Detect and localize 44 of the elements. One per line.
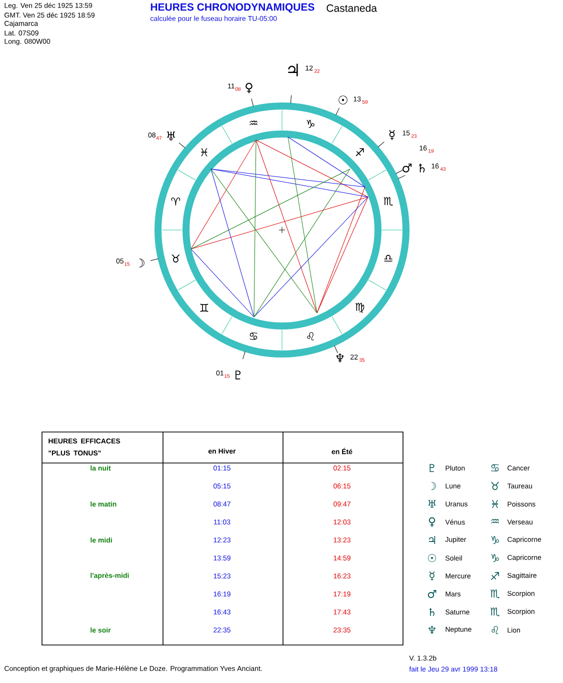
planet-glyph: ☉: [338, 96, 348, 104]
zodiac-glyph: ♐: [356, 148, 364, 156]
legend-glyph: ♓: [492, 500, 498, 508]
zodiac-glyph: ♊: [200, 304, 208, 312]
zodiac-glyph: ♈: [171, 197, 180, 206]
legend-glyph: ♆: [428, 626, 436, 634]
planet-glyph: ♀: [246, 82, 252, 94]
zodiac-glyph: ♍: [355, 302, 364, 313]
zodiac-glyph: ♓: [201, 148, 208, 156]
legend-glyph: ♂: [428, 590, 436, 598]
legend-glyph: ♀: [428, 517, 436, 527]
legend-glyph: ♒: [491, 518, 499, 524]
legend-glyph: ♏: [490, 607, 500, 617]
legend-glyph: ♌: [492, 626, 498, 634]
legend-glyph: ♐: [490, 572, 500, 580]
legend-glyph: ♇: [430, 464, 434, 472]
planet-glyph: ☽: [138, 258, 144, 268]
zodiac-glyph: ♌: [307, 332, 314, 340]
planet-glyph: ♇: [236, 370, 240, 380]
legend-glyph: ♄: [429, 608, 434, 616]
legend-glyph: ♅: [428, 500, 436, 508]
legend-glyph: ☉: [428, 554, 436, 562]
legend-glyph: ♑: [491, 554, 499, 562]
planet-glyph: ♆: [336, 354, 344, 362]
zodiac-glyph: ♒: [250, 120, 258, 126]
zodiac-glyph: ♋: [250, 332, 258, 340]
zodiac-glyph: ♎: [384, 254, 392, 262]
legend-glyph: ♋: [491, 464, 499, 472]
planet-glyph: ♃: [288, 64, 298, 76]
planet-glyph: ☿: [389, 130, 395, 140]
legend-glyph: ♉: [491, 482, 499, 490]
title: HEURES CHRONODYNAMIQUES: [150, 3, 314, 13]
legend-glyph: ♏: [490, 589, 500, 599]
planet-glyph: ♂: [402, 164, 412, 172]
author-name: Castaneda: [326, 4, 377, 12]
zodiac-glyph: ♑: [306, 120, 314, 128]
legend-glyph: ♃: [428, 536, 436, 544]
legend-glyph: ♑: [491, 536, 499, 544]
zodiac-glyph: ♏: [384, 196, 393, 206]
legend-glyph: ☿: [430, 571, 434, 581]
planet-glyph: ♄: [419, 164, 425, 172]
planet-glyph: ♅: [167, 132, 175, 140]
zodiac-glyph: ♉: [172, 254, 180, 263]
legend-glyph: ☽: [431, 482, 436, 490]
